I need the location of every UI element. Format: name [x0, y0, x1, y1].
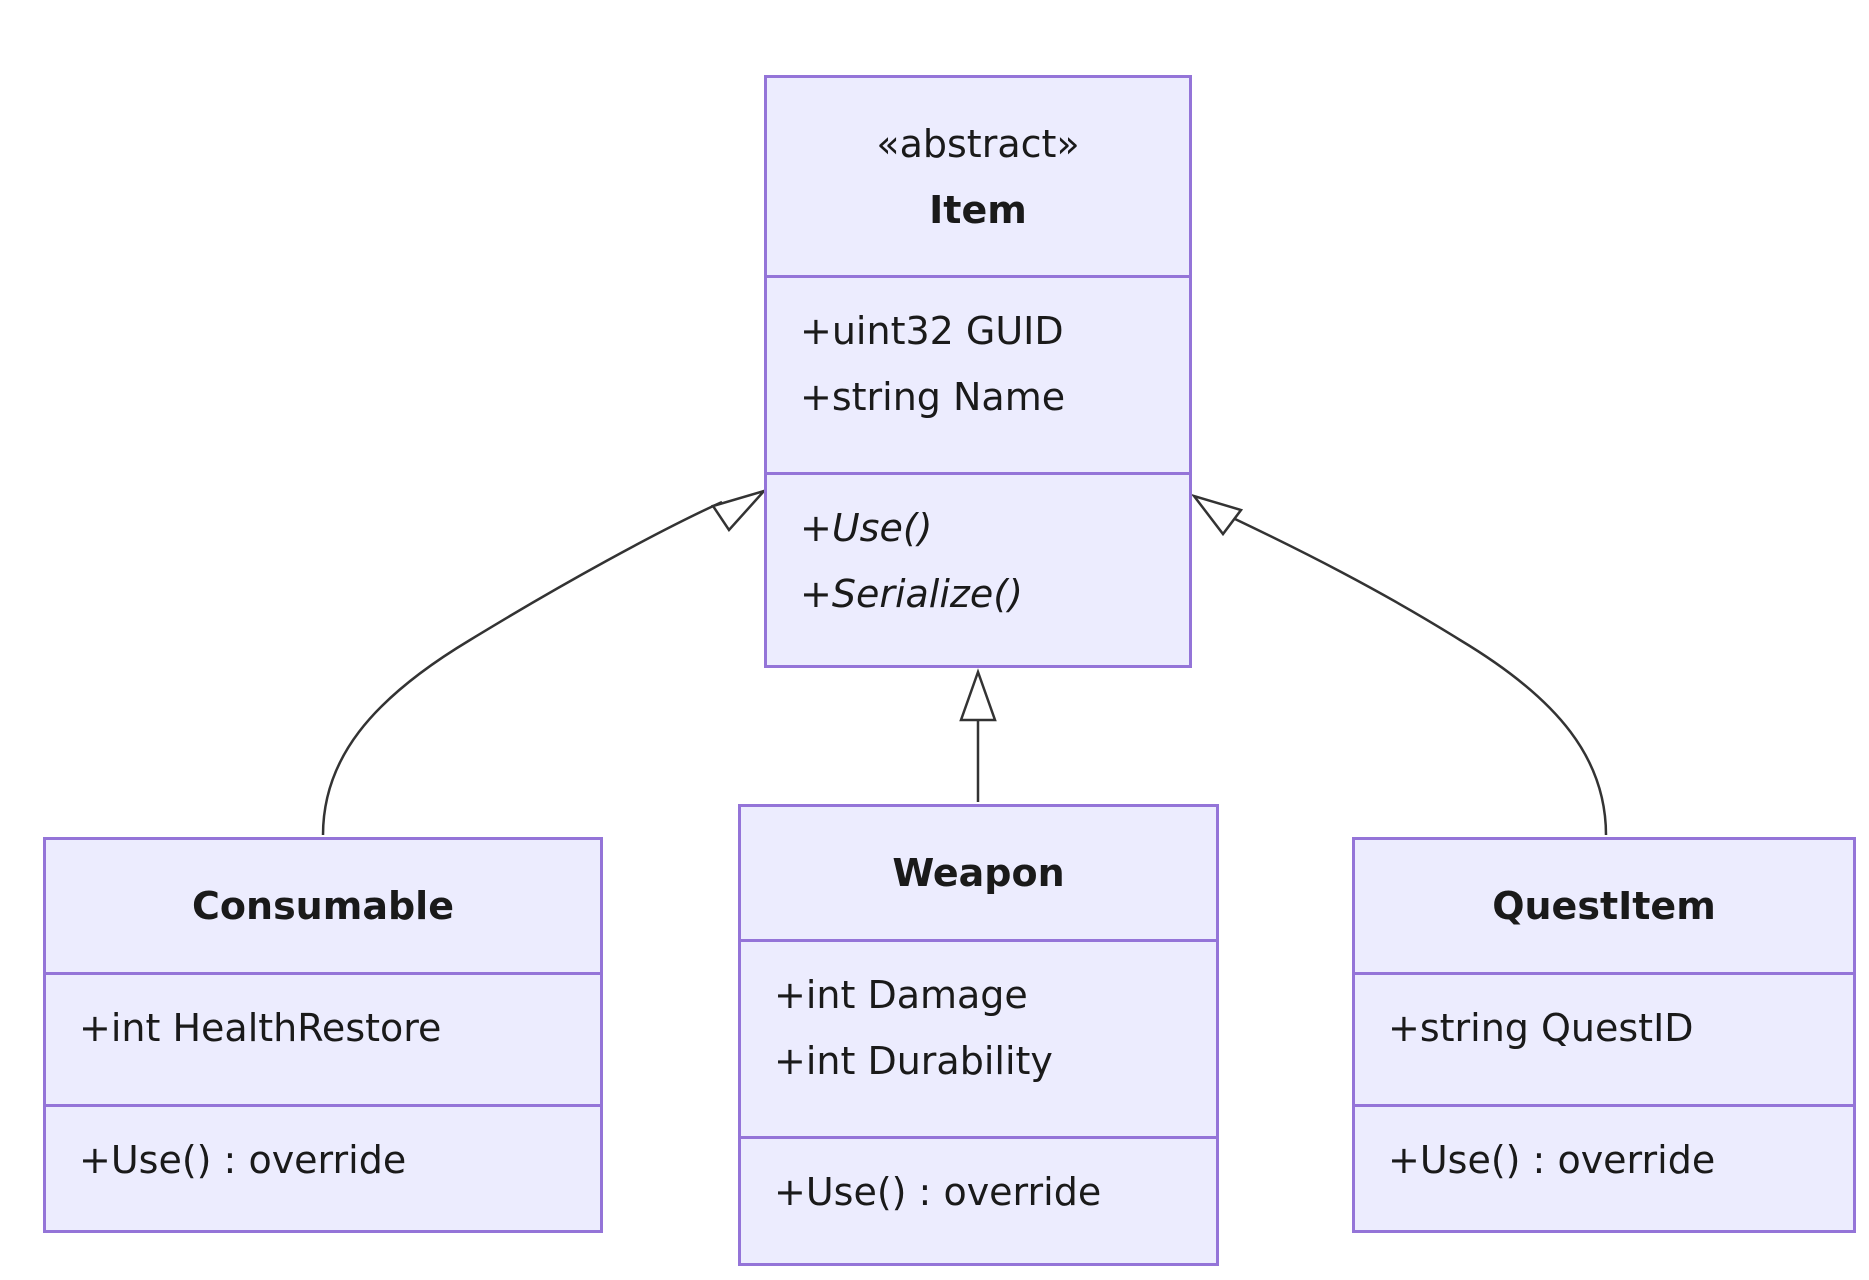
class-methods: +Use() : override [741, 1136, 1216, 1268]
class-header: Consumable [46, 840, 600, 972]
class-name: Consumable [192, 884, 454, 928]
attribute-row: +int HealthRestore [79, 1006, 442, 1050]
class-attributes: +int Damage +int Durability [741, 939, 1216, 1136]
class-name: Item [929, 187, 1027, 232]
class-name: Weapon [892, 851, 1065, 895]
class-attributes: +uint32 GUID +string Name [767, 275, 1189, 472]
method-row: +Use() [800, 506, 933, 550]
edge-consumable-to-item [321, 500, 723, 836]
arrowhead-questitem-item [1190, 493, 1244, 537]
method-row: +Use() : override [1388, 1138, 1716, 1182]
class-attributes: +string QuestID [1355, 972, 1853, 1104]
class-header: Weapon [741, 807, 1216, 939]
class-consumable[interactable]: Consumable +int HealthRestore +Use() : o… [43, 837, 603, 1233]
class-item[interactable]: «abstract» Item +uint32 GUID +string Nam… [764, 75, 1192, 668]
class-header: QuestItem [1355, 840, 1853, 972]
class-stereotype: «abstract» [876, 121, 1080, 166]
class-methods: +Use() : override [46, 1104, 600, 1236]
attribute-row: +string QuestID [1388, 1006, 1694, 1050]
arrowhead-weapon-item [959, 668, 997, 722]
attribute-row: +int Durability [774, 1039, 1053, 1083]
attribute-row: +string Name [800, 375, 1066, 419]
class-attributes: +int HealthRestore [46, 972, 600, 1104]
method-row: +Use() : override [774, 1170, 1102, 1214]
edge-questitem-to-item [1234, 517, 1608, 836]
class-questitem[interactable]: QuestItem +string QuestID +Use() : overr… [1352, 837, 1856, 1233]
attribute-row: +int Damage [774, 973, 1028, 1017]
arrowhead-consumable-item [711, 488, 768, 533]
attribute-row: +uint32 GUID [800, 309, 1064, 353]
class-name: QuestItem [1492, 884, 1716, 928]
class-header: «abstract» Item [767, 78, 1189, 275]
method-row: +Serialize() [800, 572, 1023, 616]
class-methods: +Use() : override [1355, 1104, 1853, 1236]
class-methods: +Use() +Serialize() [767, 472, 1189, 669]
method-row: +Use() : override [79, 1138, 407, 1182]
class-weapon[interactable]: Weapon +int Damage +int Durability +Use(… [738, 804, 1219, 1266]
